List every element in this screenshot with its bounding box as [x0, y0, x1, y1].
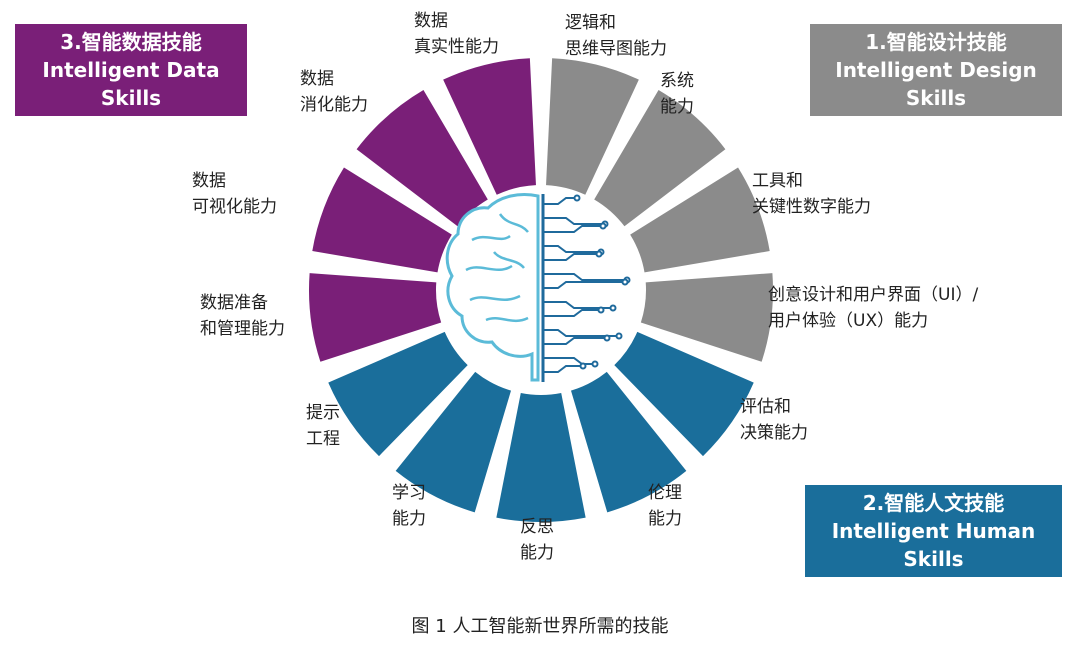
segment-label: 伦理能力 [648, 483, 682, 529]
segment-label: 数据真实性能力 [414, 11, 499, 57]
circuit-trace [544, 301, 610, 309]
circuit-node [597, 306, 605, 314]
segment-label: 数据可视化能力 [192, 171, 277, 217]
circuit-node [599, 222, 607, 230]
wheel-segments [309, 58, 773, 522]
wheel-segment-data [356, 89, 488, 227]
data-skills-english: Intelligent Data [42, 58, 220, 82]
data-skills-english-2: Skills [100, 86, 162, 110]
segment-label: 反思能力 [520, 517, 554, 563]
wheel-segment-data [309, 273, 442, 362]
circuit-node [573, 194, 581, 202]
segment-label: 工具和关键性数字能力 [752, 171, 871, 217]
circuit-node [615, 332, 623, 340]
circuit-node [591, 360, 599, 368]
circuit-icon [544, 194, 631, 373]
human-skills-title: 2.智能人文技能 [862, 491, 1005, 515]
wheel-segment-human [496, 393, 586, 522]
human-skills-english: Intelligent Human [831, 519, 1036, 543]
wheel-segment-design [594, 89, 726, 227]
circuit-trace [544, 253, 596, 261]
segment-labels: 逻辑和思维导图能力系统能力工具和关键性数字能力创意设计和用户界面（UI）/用户体… [192, 11, 978, 563]
circuit-trace [544, 273, 624, 281]
human-skills-box: 2.智能人文技能 Intelligent Human Skills [805, 485, 1062, 577]
segment-label: 数据准备和管理能力 [200, 293, 285, 339]
wheel-segment-design [630, 167, 770, 273]
data-skills-title: 3.智能数据技能 [60, 30, 202, 54]
wheel-segment-human [395, 371, 512, 513]
design-skills-english-2: Skills [905, 86, 967, 110]
circuit-trace [544, 225, 600, 233]
wheel-segment-human [614, 331, 754, 457]
segment-label: 学习能力 [392, 483, 426, 529]
circuit-trace [544, 281, 622, 289]
wheel-segment-data [312, 167, 452, 273]
segment-label: 系统能力 [660, 71, 694, 117]
circuit-trace [544, 217, 602, 225]
brain-left-half-icon [445, 193, 540, 382]
wheel-segment-human [328, 331, 468, 457]
segment-label: 评估和决策能力 [740, 397, 808, 443]
circuit-trace [544, 245, 598, 253]
circuit-node [621, 278, 629, 286]
circuit-node [609, 304, 617, 312]
circuit-node [603, 334, 611, 342]
circuit-node [595, 250, 603, 258]
circuit-trace [544, 337, 604, 345]
wheel-segment-data [443, 58, 536, 195]
design-skills-title: 1.智能设计技能 [865, 30, 1007, 54]
circuit-trace [544, 197, 574, 205]
circuit-trace [544, 309, 598, 317]
figure-caption: 图 1 人工智能新世界所需的技能 [411, 616, 669, 637]
brain-icon [445, 193, 631, 382]
wheel-segment-design [546, 58, 639, 195]
circuit-trace [544, 357, 592, 365]
design-skills-box: 1.智能设计技能 Intelligent Design Skills [810, 24, 1062, 116]
segment-label: 逻辑和思维导图能力 [565, 13, 667, 59]
circuit-trace [544, 365, 580, 373]
segment-label: 提示工程 [306, 403, 340, 449]
design-skills-english: Intelligent Design [835, 58, 1037, 82]
skills-wheel: 逻辑和思维导图能力系统能力工具和关键性数字能力创意设计和用户界面（UI）/用户体… [192, 11, 978, 563]
segment-label: 创意设计和用户界面（UI）/用户体验（UX）能力 [768, 285, 978, 331]
human-skills-english-2: Skills [903, 547, 964, 571]
data-skills-box: 3.智能数据技能 Intelligent Data Skills [15, 24, 247, 116]
segment-label: 数据消化能力 [300, 69, 368, 115]
circuit-trace [544, 329, 616, 337]
wheel-segment-design [640, 273, 773, 362]
circuit-node [579, 362, 587, 370]
wheel-segment-human [570, 371, 687, 513]
brain-fold-icon [465, 213, 529, 323]
